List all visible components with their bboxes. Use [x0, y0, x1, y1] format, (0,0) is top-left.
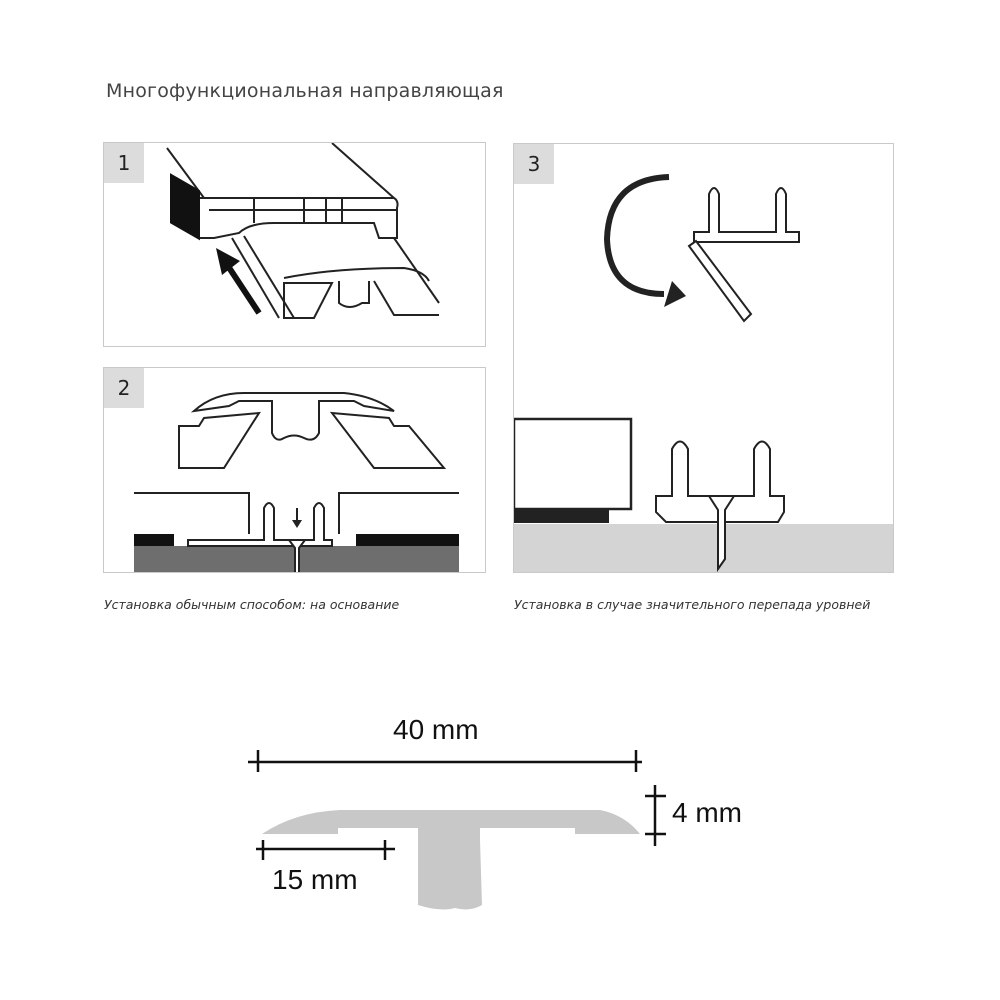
caption-right: Установка в случае значительного перепад… — [514, 597, 871, 612]
panel-number-3: 3 — [514, 144, 554, 184]
cross-section-illustration — [134, 392, 459, 572]
dimension-width-total: 40 mm — [393, 714, 479, 745]
dimension-height: 4 mm — [672, 797, 742, 828]
panel-3: 3 — [513, 143, 894, 573]
dimension-half-width: 15 mm — [272, 864, 358, 895]
panel-1: 1 — [103, 142, 486, 347]
page-title: Многофункциональная направляющая — [106, 80, 504, 102]
panel-number-2: 2 — [104, 368, 144, 408]
slide-on-illustration — [166, 143, 440, 319]
level-difference-illustration — [514, 174, 893, 572]
panel-2: 2 — [103, 367, 486, 573]
panel-number-1: 1 — [104, 143, 144, 183]
caption-left: Установка обычным способом: на основание — [104, 597, 400, 612]
